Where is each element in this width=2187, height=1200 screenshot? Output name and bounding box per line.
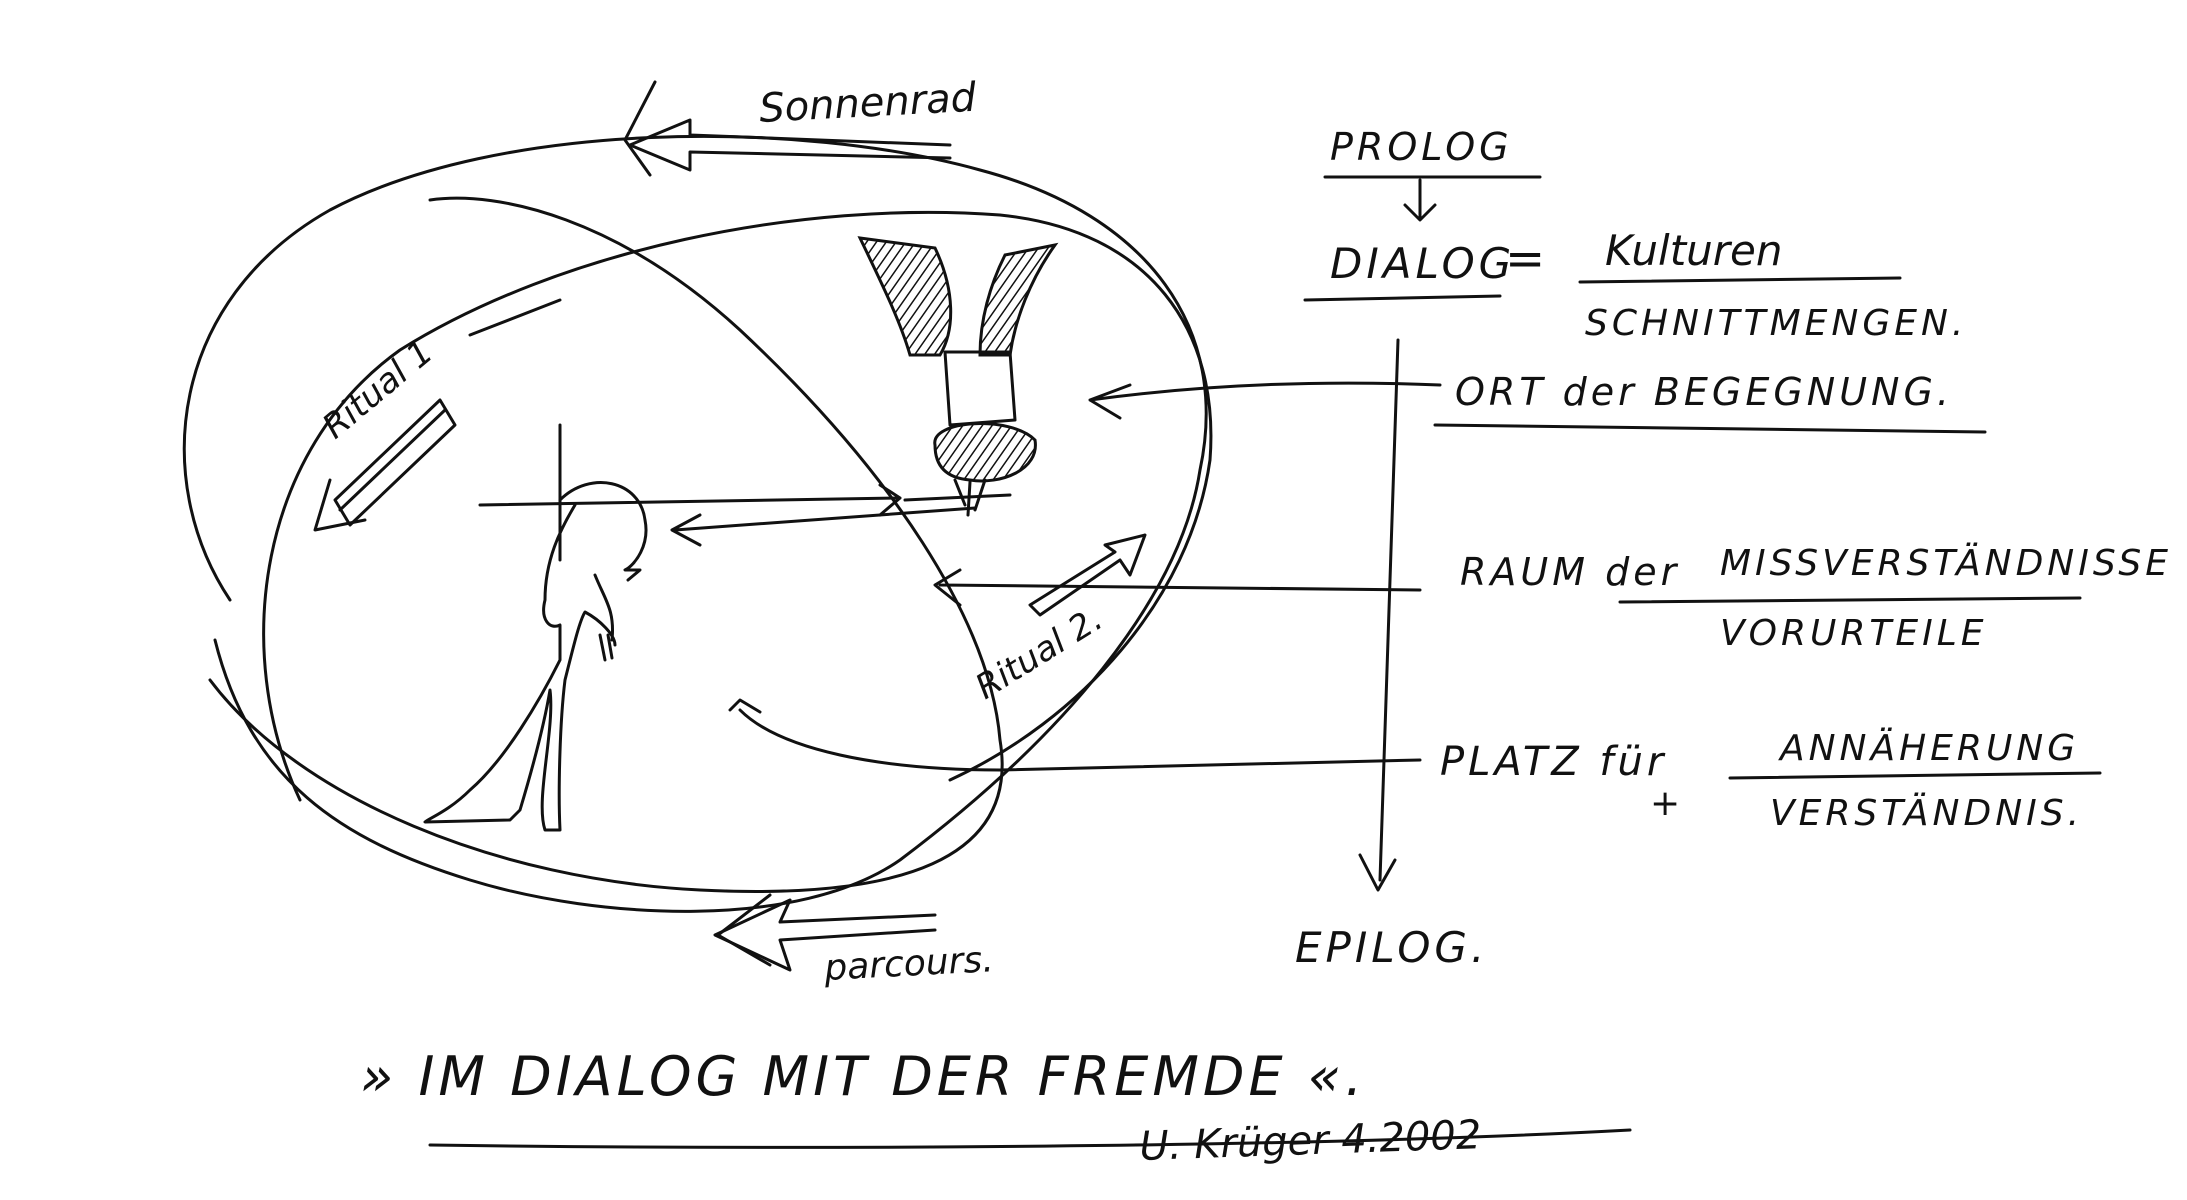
annotation-annaeherung: ANNÄHERUNG — [1778, 727, 2079, 769]
upside-down-figure — [857, 236, 1059, 517]
arrow-ort — [1088, 381, 1442, 420]
outer-orbit — [182, 134, 1208, 913]
bottom-arrow-label: parcours. — [822, 939, 994, 989]
title-underline — [428, 1128, 1632, 1149]
standing-figure — [423, 423, 648, 832]
arrow-figures — [478, 483, 902, 517]
figure-head — [933, 422, 1037, 483]
bottom-arrow — [713, 898, 937, 972]
flow-equals: = — [1505, 231, 1545, 287]
figure-right-leg — [978, 242, 1059, 357]
annotation-vorurteile: VORURTEILE — [1720, 613, 1988, 654]
flow-schnittmengen: SCHNITTMENGEN. — [1585, 303, 1967, 344]
annotation-plus: + — [1650, 783, 1680, 824]
flow-vertical-line — [1358, 338, 1400, 892]
ritual-1-tail — [468, 298, 562, 337]
kulturen-underline — [1578, 276, 1902, 284]
annotation-ort: ORT der BEGEGNUNG. — [1455, 370, 1953, 414]
ritual-1-arrow-bar — [333, 398, 457, 527]
bottom-arrow-head — [716, 893, 772, 967]
dialog-underline — [1303, 294, 1502, 302]
ritual-2-arrow — [1028, 533, 1147, 617]
tilted-ellipse — [208, 196, 1004, 893]
annotation-missverstaendnisse: MISSVERSTÄNDNISSE — [1720, 542, 2172, 584]
ritual-1-label: Ritual 1 — [315, 332, 441, 447]
top-arrow-label: Sonnenrad — [758, 75, 978, 132]
annotation-raum: RAUM der — [1460, 550, 1680, 594]
flow-kulturen: Kulturen — [1605, 226, 1783, 275]
top-arrow-head — [623, 80, 657, 177]
figure-torso — [943, 350, 1017, 427]
figure-left-leg — [857, 236, 953, 357]
flow-prolog: PROLOG — [1330, 125, 1513, 169]
arrow-platz — [728, 698, 1422, 772]
inner-orbit — [262, 210, 1213, 802]
annotation-platz: PLATZ für — [1440, 739, 1667, 785]
ort-underline — [1433, 423, 1987, 434]
annaeherung-underline — [1728, 771, 2102, 780]
signature: U. Krüger 4.2002 — [1139, 1112, 1482, 1170]
annotation-verstaendnis: VERSTÄNDNIS. — [1770, 792, 2083, 834]
figure-body-2 — [423, 503, 617, 832]
sketch-title: » IM DIALOG MIT DER FREMDE «. — [360, 1045, 1366, 1108]
flow-epilog: EPILOG. — [1295, 923, 1488, 972]
figure-hands-2 — [598, 633, 614, 662]
prolog-arrow — [1403, 178, 1437, 222]
figure-head-2 — [558, 481, 648, 582]
missverstaendnisse-underline — [1618, 596, 2082, 604]
arrow-raum — [933, 568, 1422, 607]
arrow-figures-back — [670, 506, 977, 547]
flow-dialog: DIALOG — [1330, 239, 1515, 288]
figure-ground — [903, 493, 1012, 502]
